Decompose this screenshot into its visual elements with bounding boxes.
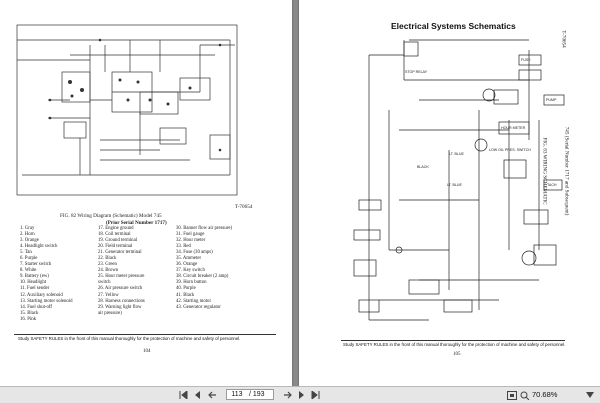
first-page-button[interactable] (178, 390, 189, 400)
legend-item: 3. Orange (20, 238, 39, 244)
zoom-dropdown-button[interactable] (584, 390, 595, 400)
legend-item: 17. Engine ground (98, 226, 134, 231)
legend-item: 8. White (20, 268, 37, 274)
next-page-button[interactable] (282, 390, 293, 400)
page-navigator: 113 / 193 (226, 389, 274, 400)
legend-item: 29. Warning light flow (98, 304, 142, 310)
legend-item: 4. Headlight switch (20, 244, 58, 250)
legend-item: 30. Banner flow air pressure) (176, 226, 233, 231)
last-page-icon (311, 391, 320, 399)
prev-arrow-icon (208, 391, 216, 399)
legend-item: 11. Fuel sender (20, 286, 50, 292)
legend-item: 40. Purple (176, 286, 196, 292)
right-document-page: Electrical Systems Schematics T-70654 FI… (299, 0, 600, 386)
legend-item: 9. Battery (ew) (20, 274, 49, 280)
legend-item: 5. Tan (20, 250, 32, 256)
left-document-page: FIG. 82 Wiring Diagram (Schematic) Model… (0, 0, 292, 386)
legend-item: 28. Harness connections (98, 298, 145, 304)
legend-item: 15. Black (20, 310, 39, 316)
zoom-icon (520, 391, 529, 400)
first-page-icon (179, 391, 188, 399)
legend-item: 35. Ammeter (176, 256, 202, 262)
prev-page-icon (195, 391, 200, 399)
next-page-alt-button[interactable] (296, 390, 307, 400)
legend-item: 22. Black (98, 256, 117, 262)
legend-item: 2. Horn (20, 232, 35, 238)
legend-item: 7. Starter switch (20, 262, 52, 268)
legend-item: 6. Purple (20, 256, 38, 262)
last-page-button[interactable] (310, 390, 321, 400)
legend-item: 41. Black (176, 292, 195, 298)
wire-label: LT. BLUE (447, 183, 462, 187)
legend-item: 37. Key switch (176, 268, 205, 274)
next-page-icon (299, 391, 304, 399)
legend-item: 12. Auxiliary solenoid (20, 292, 63, 298)
legend-item: 1. Gray (20, 226, 35, 231)
wiring-schematic-fig83 (353, 39, 565, 321)
wire-label: FUSE (521, 58, 531, 62)
legend-column-1: 1. Gray 2. Horn 3. Orange 4. Headlight s… (20, 226, 73, 323)
legend-column-2: 17. Engine ground 18. Coil terminal 19. … (98, 226, 145, 317)
legend-item: 10. Headlight (20, 280, 47, 286)
wire-label: TACH (547, 183, 557, 187)
figure-caption: FIG. 82 Wiring Diagram (Schematic) Model… (60, 213, 162, 219)
zoom-level[interactable]: 70.68% (532, 390, 558, 399)
legend-item: 13. Starting motor solenoid (20, 298, 73, 304)
page-input[interactable]: 113 (231, 391, 243, 398)
wire-label: HOUR METER (501, 126, 526, 130)
wire-label: BLACK (417, 165, 429, 169)
wire-label: LOW OIL PRES. SWITCH (489, 148, 531, 152)
legend-item: 18. Coil terminal (98, 232, 131, 238)
page-number: 105 (453, 352, 461, 357)
fit-page-icon (506, 390, 517, 400)
legend-item: air pressure) (98, 310, 122, 316)
footer-note: Study SAFETY RULES in the front of this … (343, 342, 566, 347)
page-total: / 193 (249, 391, 265, 398)
legend-item: 19. Ground terminal (98, 238, 138, 244)
legend-item: 34. Fuse (30 amps) (176, 250, 213, 256)
legend-item: 27. Yellow (98, 292, 119, 298)
wiring-diagram-fig82 (16, 24, 238, 196)
legend-item: 36. Orange (176, 262, 198, 268)
figure-subcaption: (Prior Serial Number 1717) (106, 220, 167, 226)
prev-page-button[interactable] (192, 390, 203, 400)
legend-item: 31. Fuel gauge (176, 232, 205, 238)
legend-item: 16. Pink (20, 316, 36, 322)
footer-note: Study SAFETY RULES in the front of this … (18, 336, 241, 341)
legend-item: 25. Hour meter pressure (98, 274, 145, 280)
legend-item: switch (98, 280, 111, 286)
legend-item: 33. Red (176, 244, 191, 250)
figure-id: T-70654 (235, 204, 253, 210)
legend-item: 20. Field terminal (98, 244, 133, 250)
page-number: 104 (143, 349, 151, 354)
legend-item: 43. Generator regulator (176, 304, 221, 310)
page-title: Electrical Systems Schematics (391, 21, 516, 31)
fit-page-button[interactable] (506, 390, 517, 400)
zoom-button[interactable] (519, 390, 530, 400)
footer-rule (341, 340, 565, 341)
legend-item: 14. Fuel shut-off (20, 304, 53, 310)
legend-item: 42. Starting motor (176, 298, 212, 304)
legend-item: 26. Air pressure switch (98, 286, 143, 292)
footer-rule (14, 334, 276, 335)
chevron-down-icon (585, 392, 594, 398)
wire-label: STOP RELAY (405, 70, 428, 74)
legend-column-3: 30. Banner flow air pressure) 31. Fuel g… (176, 226, 232, 311)
legend-item: 38. Circuit breaker (2 amp) (176, 274, 229, 280)
legend-item: 21. Generator terminal (98, 250, 142, 256)
legend-item: 32. Hour meter (176, 238, 206, 244)
wire-label: PUMP (546, 98, 557, 102)
wire-label: LT. BLUE (449, 152, 464, 156)
legend-item: 23. Green (98, 262, 117, 268)
legend-item: 39. Horn button (176, 280, 207, 286)
legend-item: 24. Brown (98, 268, 119, 274)
next-arrow-icon (284, 391, 292, 399)
viewer-toolbar: 113 / 193 70.68% (0, 386, 600, 403)
prev-page-alt-button[interactable] (207, 390, 218, 400)
